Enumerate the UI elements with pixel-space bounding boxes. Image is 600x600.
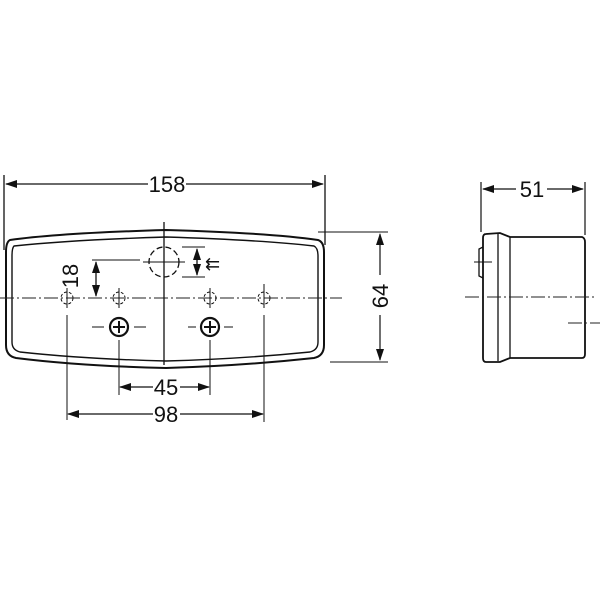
front-view: 158 ⇇ 18 (0, 172, 393, 427)
dim-offset-18: 18 (58, 264, 83, 288)
dim-depth-51: 51 (520, 177, 544, 202)
dim-height-64: 64 (368, 284, 393, 308)
flow-direction-symbol: ⇇ (205, 254, 220, 275)
dim-spacing-45: 45 (154, 375, 178, 400)
dim-spacing-98: 98 (154, 402, 178, 427)
mounting-holes-hidden (60, 284, 271, 308)
screw-holes (92, 316, 233, 338)
dim-width-158: 158 (149, 172, 186, 197)
side-view: 51 (465, 177, 600, 363)
